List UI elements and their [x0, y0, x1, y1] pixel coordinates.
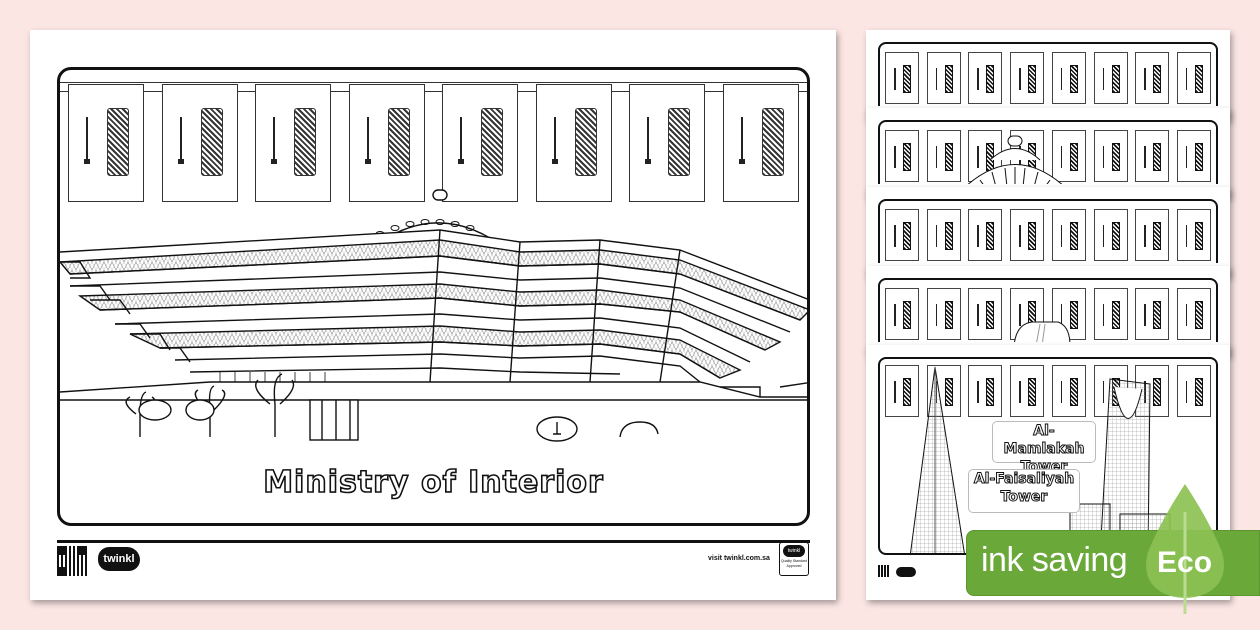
preview-sheet-4[interactable]	[866, 187, 1230, 277]
shahada-script-icon	[294, 108, 317, 176]
visit-website-text: visit twinkl.com.sa	[708, 555, 770, 562]
mini-flag	[1135, 288, 1170, 340]
mini-flag-row	[885, 288, 1211, 340]
mini-flag	[1135, 130, 1170, 182]
shahada-script-icon	[107, 108, 129, 176]
mini-flag	[1093, 130, 1128, 182]
mini-flag	[1176, 209, 1211, 261]
qr-code-icon	[878, 565, 890, 577]
mini-footer	[878, 565, 926, 579]
quality-approved-badge: twinkl Quality Standard Approved	[779, 542, 809, 576]
mini-flag	[1176, 52, 1211, 104]
saudi-flag	[629, 84, 706, 202]
mini-flag	[885, 209, 919, 261]
shahada-script-icon	[387, 108, 410, 176]
mini-flag	[1051, 209, 1086, 261]
mini-flag	[1051, 130, 1086, 182]
mini-flag	[1135, 209, 1170, 261]
eco-leaf-icon	[1146, 484, 1224, 614]
mini-flag-frame	[878, 199, 1218, 263]
mini-flag	[1010, 209, 1045, 261]
sword-icon	[645, 117, 652, 164]
saudi-flag	[161, 84, 238, 202]
badge-logo: twinkl	[783, 545, 805, 557]
saudi-flag	[255, 84, 332, 202]
mini-flag	[885, 288, 919, 340]
saudi-flag	[348, 84, 425, 202]
mini-flag-row	[885, 52, 1211, 104]
mini-flag	[885, 130, 919, 182]
mini-flag	[1176, 365, 1211, 417]
mini-flag	[1051, 365, 1086, 417]
mini-flag	[968, 288, 1003, 340]
badge-text: Quality Standard Approved	[780, 559, 808, 568]
mini-flag-frame	[878, 42, 1218, 106]
main-coloring-sheet: Ministry of Interior twinkl visit twinkl…	[30, 30, 836, 600]
label-line: Tower	[1000, 489, 1048, 506]
mini-flag-row	[885, 365, 1211, 417]
mini-flag	[926, 130, 961, 182]
mini-flag-row	[885, 209, 1211, 261]
saudi-flag	[535, 84, 612, 202]
dome-landmark-illustration	[967, 135, 1063, 184]
coloring-frame: Ministry of Interior	[57, 67, 810, 526]
mini-flag	[1093, 52, 1128, 104]
mini-flag	[926, 288, 961, 340]
mini-flag	[968, 209, 1003, 261]
mini-flag-frame	[878, 278, 1218, 342]
mini-flag	[885, 52, 919, 104]
shahada-script-icon	[574, 108, 597, 176]
saudi-flag	[442, 84, 519, 202]
shahada-script-icon	[200, 108, 223, 176]
sword-icon	[551, 117, 558, 164]
preview-sheet-5[interactable]	[866, 266, 1230, 356]
tower-label-mamlakah: Al-Mamlakah Tower	[992, 421, 1096, 476]
mini-flag	[1010, 52, 1045, 104]
ministry-building-illustration	[60, 189, 807, 442]
mini-flag	[1135, 52, 1170, 104]
rounded-building-illustration	[1014, 321, 1071, 342]
mini-flag	[1093, 209, 1128, 261]
saudi-flag	[722, 84, 799, 202]
sword-icon	[177, 117, 184, 164]
label-line: Al-Faisaliyah	[973, 471, 1075, 488]
flag-rail	[60, 82, 807, 92]
preview-sheet-3[interactable]	[866, 108, 1230, 198]
mini-flag	[1051, 52, 1086, 104]
flag-row	[68, 84, 799, 202]
sword-icon	[738, 117, 745, 164]
label-line: Al-Mamlakah	[1003, 423, 1085, 458]
footer-divider	[57, 540, 810, 543]
twinkl-logo: twinkl	[98, 547, 140, 571]
mini-flag	[1176, 288, 1211, 340]
mini-flag	[926, 209, 961, 261]
shahada-script-icon	[481, 108, 504, 176]
mini-flag	[1093, 288, 1128, 340]
shahada-script-icon	[668, 108, 691, 176]
saudi-flag	[68, 84, 144, 202]
tower-label-faisaliyah: Al-Faisaliyah Tower	[968, 469, 1080, 513]
sword-icon	[271, 117, 278, 164]
sword-icon	[84, 117, 90, 164]
eco-label: Eco	[1157, 546, 1213, 579]
mini-flag	[1176, 130, 1211, 182]
page-title: Ministry of Interior	[262, 464, 604, 501]
mini-flag	[885, 365, 919, 417]
sword-icon	[458, 117, 465, 164]
shahada-script-icon	[761, 108, 784, 176]
twinkl-logo-icon	[896, 567, 916, 577]
preview-sheet-2[interactable]	[866, 30, 1230, 120]
sword-icon	[364, 117, 371, 164]
mini-flag	[968, 52, 1003, 104]
ink-saving-text: ink saving	[981, 541, 1128, 579]
mini-flag	[926, 365, 961, 417]
qr-code-icon	[57, 546, 87, 576]
mini-flag-frame	[878, 120, 1218, 184]
mini-flag	[926, 52, 961, 104]
mini-flag	[968, 365, 1003, 417]
mini-flag	[1010, 365, 1045, 417]
